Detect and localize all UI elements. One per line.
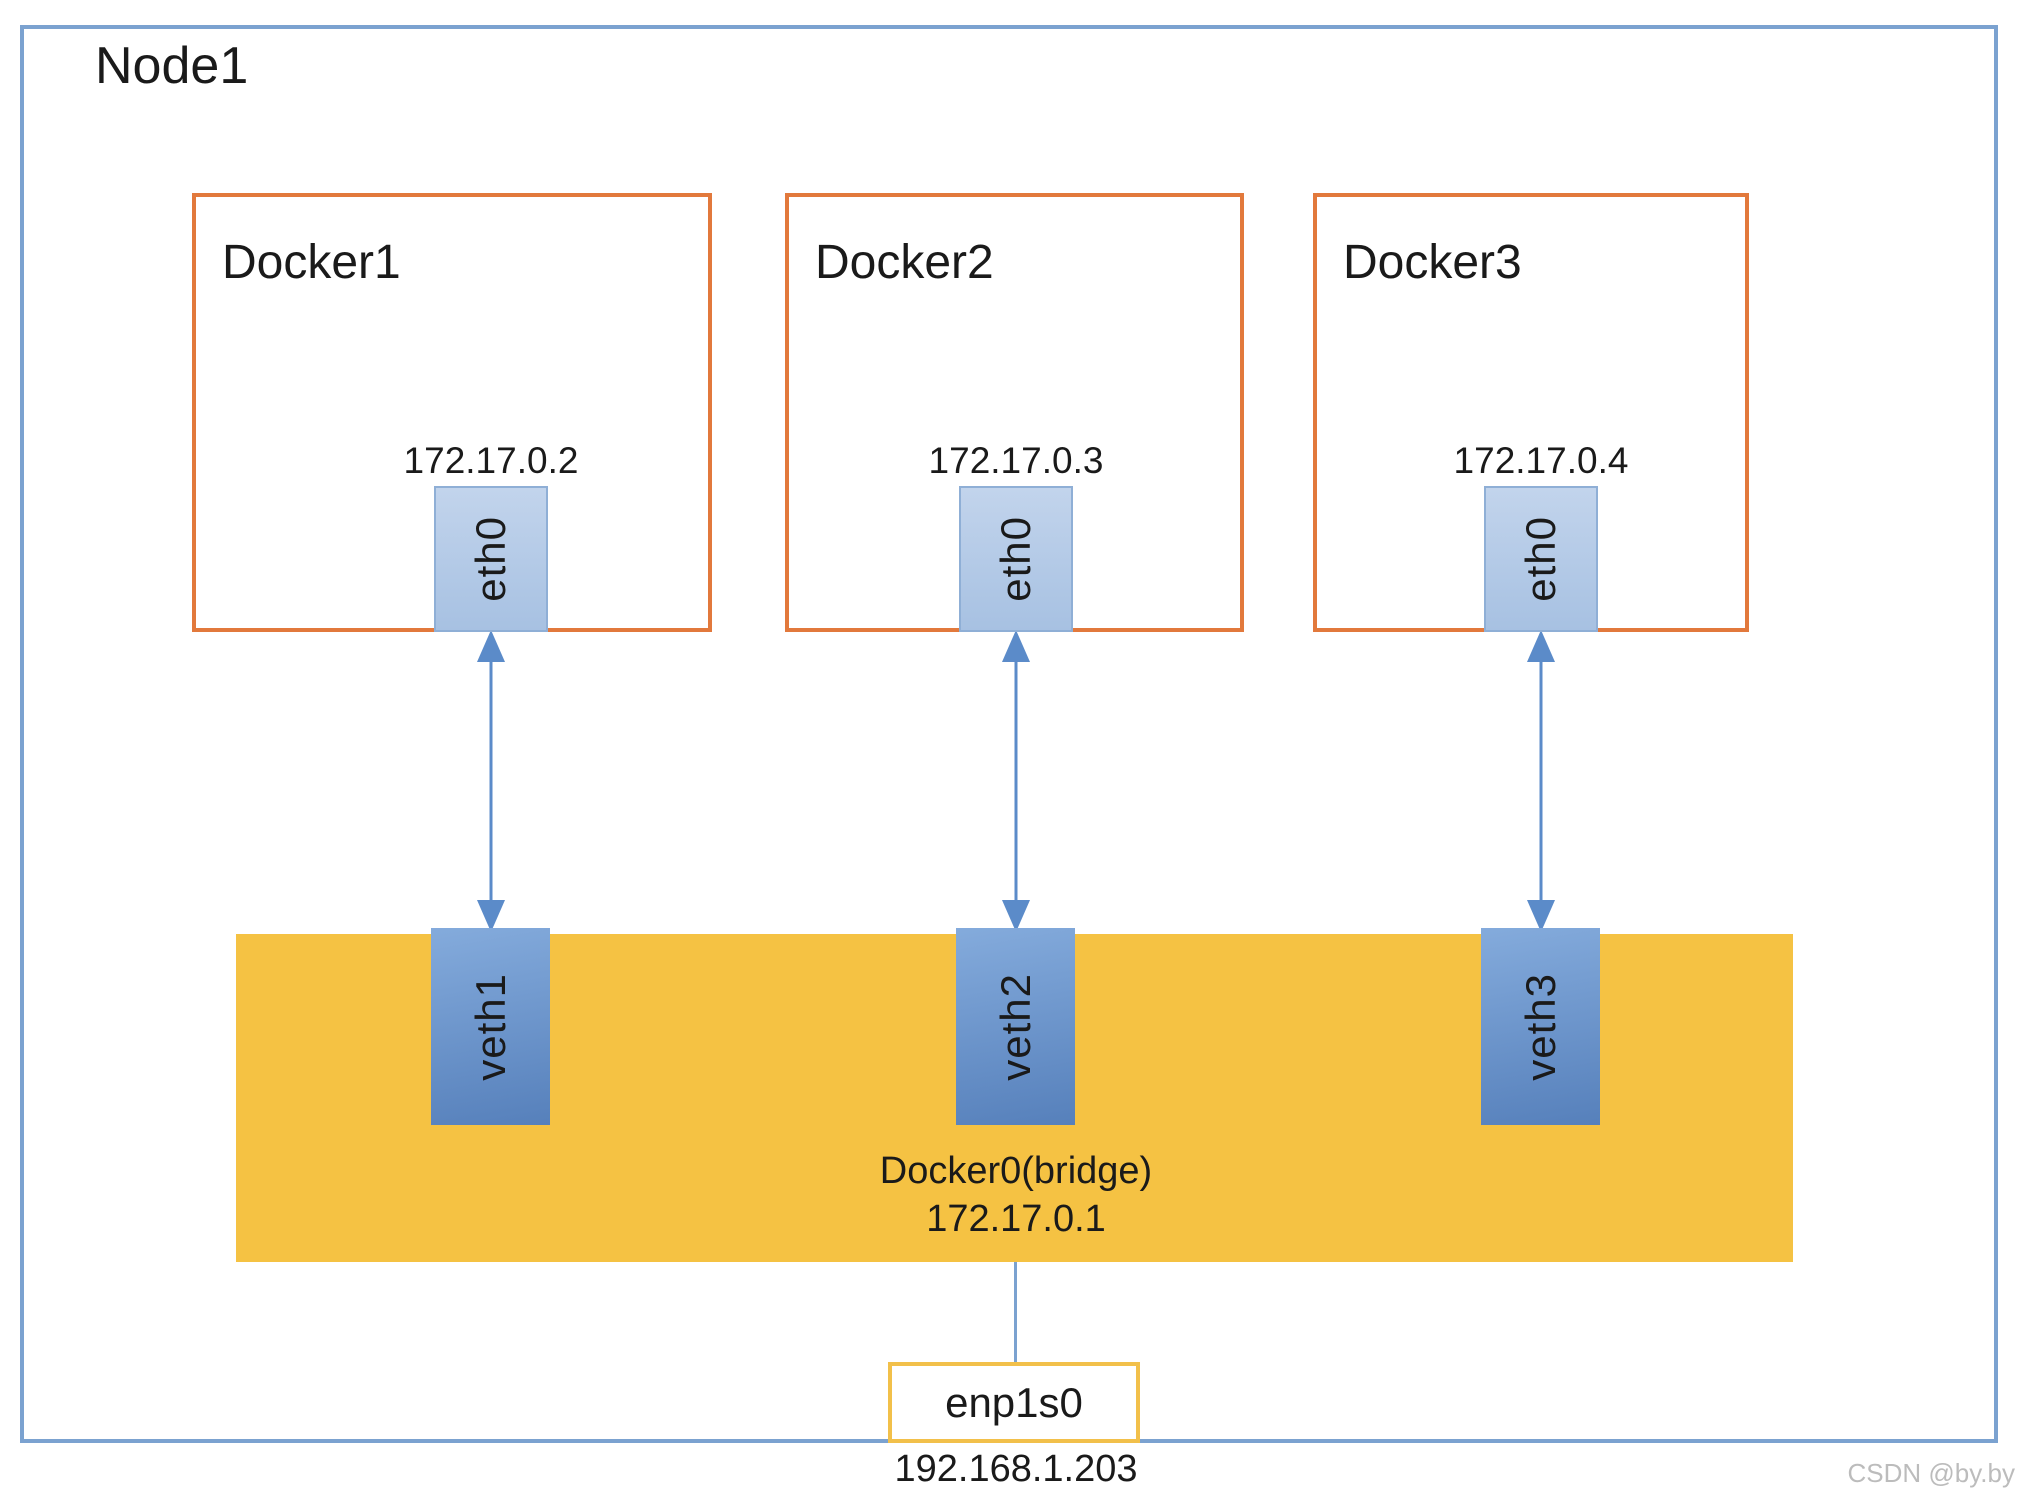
host-interface-label: enp1s0 [945,1378,1083,1426]
veth-box: veth3 [1481,928,1600,1125]
eth-interface-label: eth0 [992,516,1039,602]
eth-interface-label: eth0 [467,516,514,602]
veth-label: veth3 [1516,972,1564,1081]
bridge-title: Docker0(bridge) [879,1150,1153,1192]
container-title: Docker1 [222,236,401,289]
container-title: Docker3 [1343,236,1522,289]
eth-interface-box: eth0 [959,486,1073,632]
node-title: Node1 [95,37,249,95]
eth-interface-box: eth0 [1484,486,1598,632]
bridge-to-host-connector [1014,1262,1017,1362]
veth-connection-arrow [1002,630,1030,932]
host-ip: 192.168.1.203 [894,1448,1138,1490]
host-interface-box: enp1s0 [888,1362,1140,1443]
eth-interface-box: eth0 [434,486,548,632]
watermark: CSDN @by.by [1847,1458,2015,1488]
veth-connection-arrow [477,630,505,932]
veth-box: veth2 [956,928,1075,1125]
veth-connection-arrow [1527,630,1555,932]
eth-interface-label: eth0 [1517,516,1564,602]
veth-label: veth1 [466,972,514,1081]
container-title: Docker2 [815,236,994,289]
container-ip: 172.17.0.4 [1453,440,1629,481]
bridge-ip: 172.17.0.1 [926,1198,1106,1240]
container-ip: 172.17.0.2 [403,440,579,481]
veth-label: veth2 [991,972,1039,1081]
container-ip: 172.17.0.3 [928,440,1104,481]
veth-box: veth1 [431,928,550,1125]
